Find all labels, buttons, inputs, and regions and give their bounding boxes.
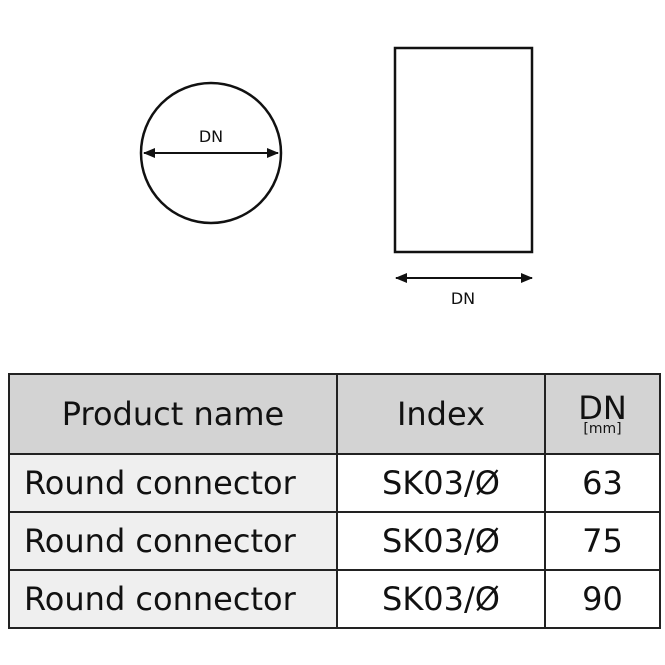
header-index: Index <box>336 373 546 455</box>
index-cell: SK03/Ø <box>336 569 546 629</box>
index-cell: SK03/Ø <box>336 511 546 571</box>
table-header-row: Product name Index DN [mm] <box>8 373 661 455</box>
product-table: Product name Index DN [mm] Round connect… <box>8 373 661 629</box>
product-name-cell: Round connector <box>8 453 338 513</box>
side-view-dimension-label: DN <box>451 289 475 308</box>
dn-cell: 75 <box>544 511 661 571</box>
dn-cell: 90 <box>544 569 661 629</box>
header-product-name: Product name <box>8 373 338 455</box>
header-dn-label: DN <box>578 389 627 427</box>
product-name-cell: Round connector <box>8 511 338 571</box>
side-view-outline <box>393 46 534 254</box>
index-cell: SK03/Ø <box>336 453 546 513</box>
header-dn-unit: [mm] <box>583 421 622 437</box>
dn-cell: 63 <box>544 453 661 513</box>
product-name-cell: Round connector <box>8 569 338 629</box>
round-section-diagram: DN <box>139 81 283 225</box>
header-dn: DN [mm] <box>544 373 661 455</box>
table-row: Round connector SK03/Ø 75 <box>8 511 661 571</box>
side-view-diagram: DN <box>393 46 534 308</box>
round-outline <box>139 81 283 225</box>
table-row: Round connector SK03/Ø 90 <box>8 569 661 629</box>
technical-drawing: DN DN <box>139 46 534 308</box>
table-row: Round connector SK03/Ø 63 <box>8 453 661 513</box>
round-dimension-label: DN <box>199 127 223 146</box>
